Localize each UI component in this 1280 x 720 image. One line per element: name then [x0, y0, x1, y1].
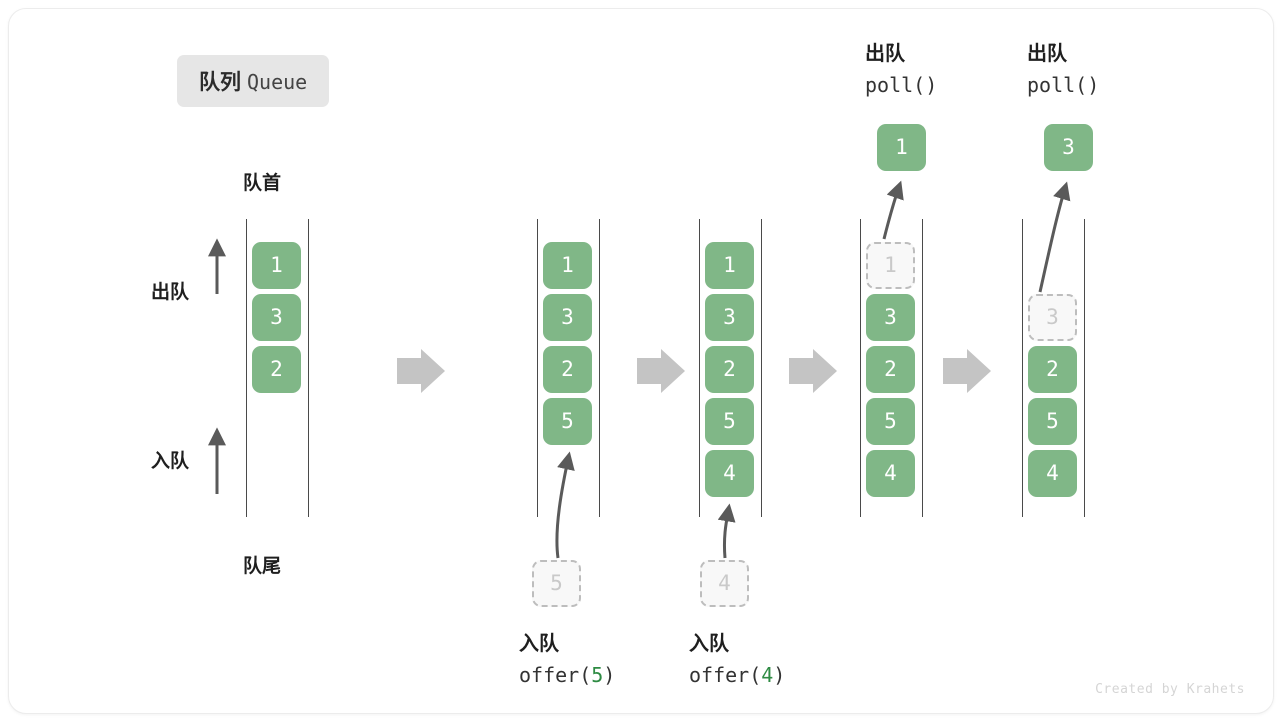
op-code-pre: offer( — [689, 663, 762, 687]
queue-cell: 1 — [705, 242, 754, 289]
label-head: 队首 — [243, 173, 282, 194]
rail-left-2 — [537, 219, 538, 517]
op-label-code: offer(4) — [689, 660, 785, 691]
rail-left-3 — [699, 219, 700, 517]
rail-right-1 — [308, 219, 309, 517]
queue-cell: 2 — [866, 346, 915, 393]
title-badge: 队列 Queue — [177, 55, 330, 107]
credit-text: Created by Krahets — [1095, 682, 1245, 697]
transition-arrow — [397, 349, 445, 393]
label-tail: 队尾 — [243, 556, 282, 577]
rail-left-4 — [860, 219, 861, 517]
popped-cell: 1 — [877, 124, 926, 171]
title-badge-en: Queue — [247, 70, 308, 94]
op-label-code: offer(5) — [519, 660, 615, 691]
queue-cell: 3 — [866, 294, 915, 341]
insert-arrow-5 — [555, 451, 575, 559]
ghost-cell-removed: 1 — [866, 242, 915, 289]
op-code-arg: 5 — [591, 663, 604, 687]
ghost-cell-incoming: 5 — [532, 560, 581, 607]
op-code-pre: offer( — [519, 663, 592, 687]
queue-cell: 5 — [1028, 398, 1077, 445]
title-badge-cn: 队列 — [199, 71, 241, 94]
rail-right-5 — [1084, 219, 1085, 517]
rail-right-4 — [922, 219, 923, 517]
poll-arrow-3 — [1038, 181, 1071, 293]
op-code-arg: 4 — [761, 663, 774, 687]
ghost-cell-incoming: 4 — [700, 560, 749, 607]
op-label-offer-4: 入队 offer(4) — [689, 629, 785, 691]
queue-cell: 2 — [1028, 346, 1077, 393]
op-code-post: ) — [603, 663, 616, 687]
op-label-cn: 出队 — [865, 43, 905, 65]
queue-cell: 4 — [1028, 450, 1077, 497]
queue-cell: 4 — [705, 450, 754, 497]
op-label-code: poll() — [865, 73, 938, 97]
queue-cell: 3 — [543, 294, 592, 341]
ghost-cell-removed: 3 — [1028, 294, 1077, 341]
poll-arrow-1 — [882, 180, 904, 240]
op-code-post: ) — [773, 663, 786, 687]
queue-cell: 2 — [543, 346, 592, 393]
transition-arrow — [637, 349, 685, 393]
queue-cell: 3 — [252, 294, 301, 341]
op-label-poll-1: 出队 poll() — [865, 39, 937, 101]
queue-cell: 5 — [866, 398, 915, 445]
label-enqueue: 入队 — [151, 451, 190, 472]
queue-cell: 5 — [543, 398, 592, 445]
queue-cell: 4 — [866, 450, 915, 497]
rail-left-5 — [1022, 219, 1023, 517]
op-label-cn: 出队 — [1027, 43, 1067, 65]
transition-arrow — [789, 349, 837, 393]
op-label-cn: 入队 — [519, 633, 559, 655]
transition-arrow — [943, 349, 991, 393]
op-label-code: poll() — [1027, 73, 1100, 97]
rail-left-1 — [246, 219, 247, 517]
diagram-card: 队列 Queue 队首 队尾 出队 入队 1 3 2 1 3 2 5 5 入队 o… — [8, 8, 1274, 714]
rail-right-3 — [761, 219, 762, 517]
popped-cell: 3 — [1044, 124, 1093, 171]
label-dequeue: 出队 — [151, 282, 190, 303]
queue-cell: 1 — [252, 242, 301, 289]
rail-right-2 — [599, 219, 600, 517]
queue-cell: 2 — [252, 346, 301, 393]
op-label-cn: 入队 — [689, 633, 729, 655]
op-label-poll-3: 出队 poll() — [1027, 39, 1099, 101]
queue-cell: 1 — [543, 242, 592, 289]
queue-cell: 2 — [705, 346, 754, 393]
queue-cell: 5 — [705, 398, 754, 445]
queue-cell: 3 — [705, 294, 754, 341]
op-label-offer-5: 入队 offer(5) — [519, 629, 615, 691]
insert-arrow-4 — [717, 503, 736, 559]
